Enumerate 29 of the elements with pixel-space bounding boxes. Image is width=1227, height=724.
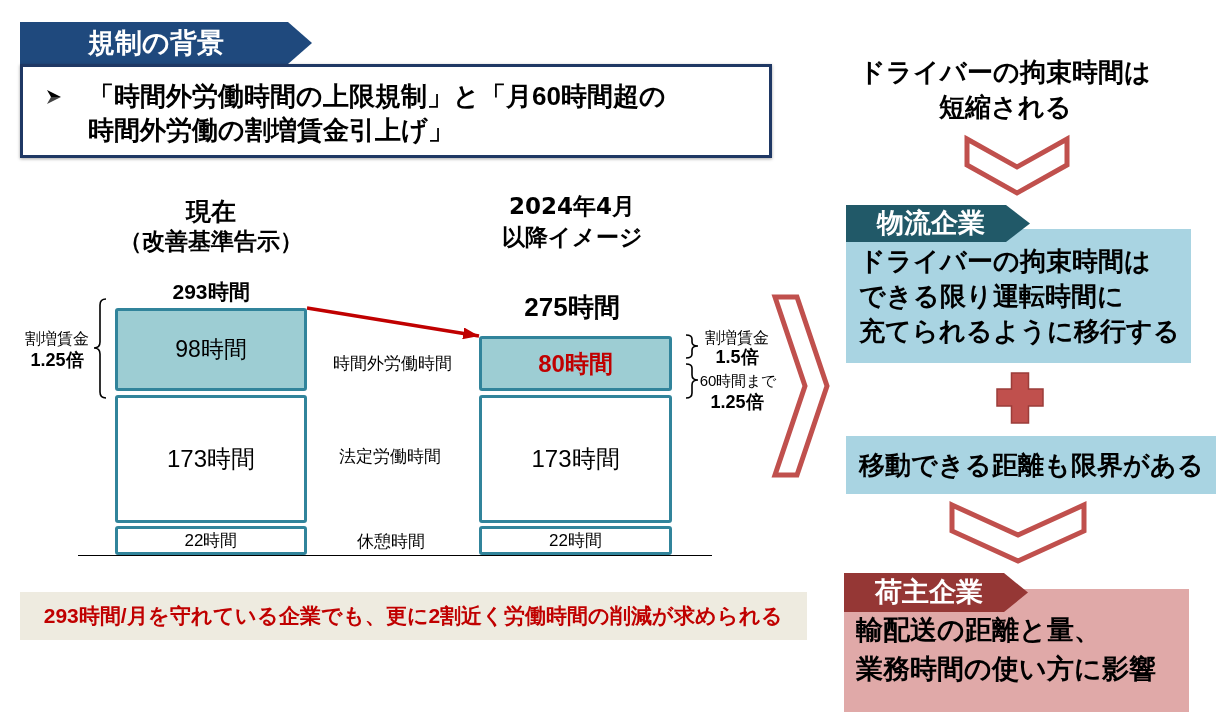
bullet-text: 「時間外労働時間の上限規制」と「月60時間超の時間外労働の割増賃金引上げ」 xyxy=(88,80,667,147)
rate-label: 割増賃金 xyxy=(25,328,89,348)
column-heading: （改善基準告示） xyxy=(119,226,303,256)
row-label: 休憩時間 xyxy=(357,530,425,552)
callout-box xyxy=(20,64,772,158)
bar-segment: 173時間 xyxy=(479,395,672,523)
rate-label: 割増賃金 xyxy=(705,327,769,347)
bar-segment: 80時間 xyxy=(479,336,672,391)
row-label: 時間外労働時間 xyxy=(332,352,452,374)
bar-segment: 173時間 xyxy=(115,395,307,523)
category-tab: 荷主企業 xyxy=(844,573,1028,612)
rate-label: 1.25倍 xyxy=(30,348,84,372)
rate-label: 60時間まで xyxy=(699,370,777,390)
bar-segment: 98時間 xyxy=(115,308,307,391)
bar-segment: 22時間 xyxy=(115,526,307,555)
chevron-arrow xyxy=(949,501,1087,564)
bar-segment: 22時間 xyxy=(479,526,672,555)
rate-label: 1.5倍 xyxy=(715,346,759,369)
total-label: 275時間 xyxy=(524,290,620,324)
rate-label: 1.25倍 xyxy=(710,390,764,414)
column-heading: 現在 xyxy=(186,195,236,227)
arrow xyxy=(306,306,480,340)
info-panel: 移動できる距離も限界がある xyxy=(846,436,1216,494)
section-banner: 規制の背景 xyxy=(20,22,312,64)
chevron-arrow xyxy=(964,134,1070,196)
statement-text: ドライバーの拘束時間は短縮される xyxy=(855,55,1155,137)
note-banner: 293時間/月を守れている企業でも、更に2割近く労働時間の削減が求められる xyxy=(20,592,807,640)
row-label: 法定労働時間 xyxy=(339,445,441,467)
column-heading: 2024年4月以降イメージ xyxy=(500,192,644,252)
